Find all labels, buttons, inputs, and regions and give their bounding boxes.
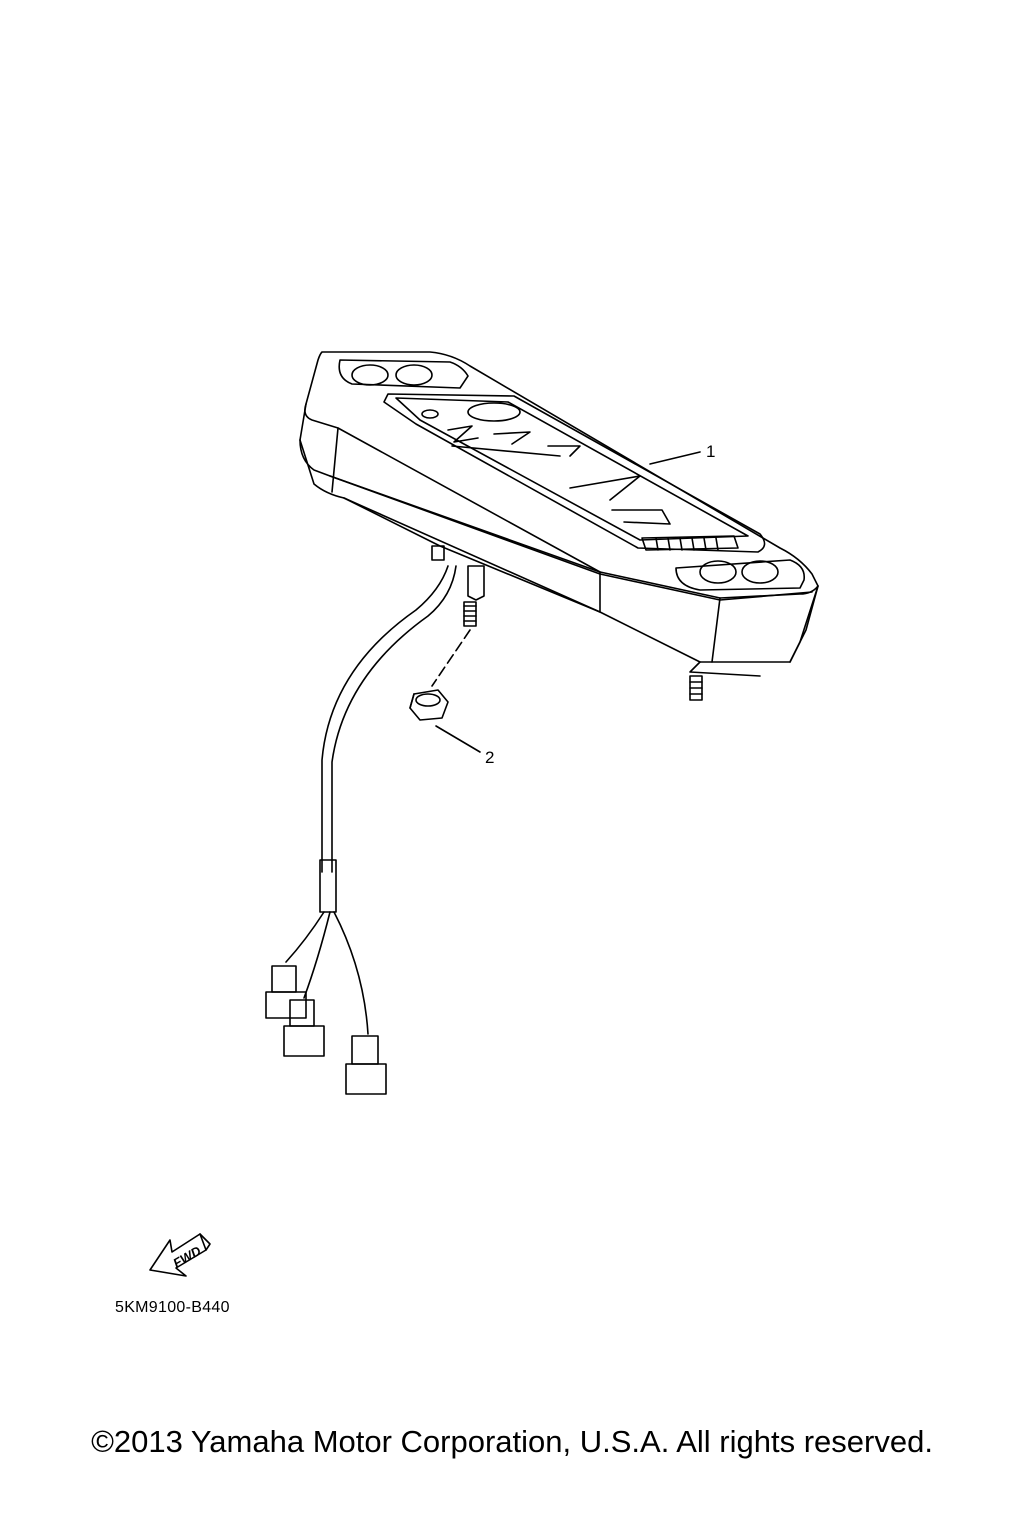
callout-2: 2 [485, 748, 494, 767]
right-gauge-pocket [675, 559, 806, 591]
left-knob-a [351, 364, 389, 386]
callout-1: 1 [706, 442, 715, 461]
part-code: 5KM9100-B440 [115, 1299, 230, 1316]
display-window [383, 393, 766, 553]
wire-harness [285, 565, 457, 1035]
display-indicator-large [467, 402, 521, 422]
mounting-stud-left [431, 545, 445, 561]
connector-a [265, 965, 307, 1019]
fwd-label: FWD [170, 1243, 204, 1271]
right-knob-a [699, 560, 737, 584]
meter-assembly [299, 351, 819, 701]
leader-line-2 [435, 725, 481, 753]
install-line [431, 629, 471, 687]
left-gauge-pocket [338, 359, 469, 389]
meter-top-face [304, 351, 819, 599]
right-knob-b [741, 560, 779, 584]
display-indicator-small [421, 409, 439, 419]
bar-segment-indicator [641, 535, 739, 551]
connector-b [283, 999, 325, 1057]
hex-nut [409, 689, 449, 721]
connector-c [345, 1035, 387, 1095]
leader-line-1 [649, 451, 701, 465]
left-knob-b [395, 364, 433, 386]
mounting-stud-center [463, 565, 485, 627]
mounting-stud-right [689, 675, 703, 701]
copyright-notice: ©2013 Yamaha Motor Corporation, U.S.A. A… [91, 1424, 933, 1459]
fwd-arrow-icon [149, 1233, 211, 1277]
